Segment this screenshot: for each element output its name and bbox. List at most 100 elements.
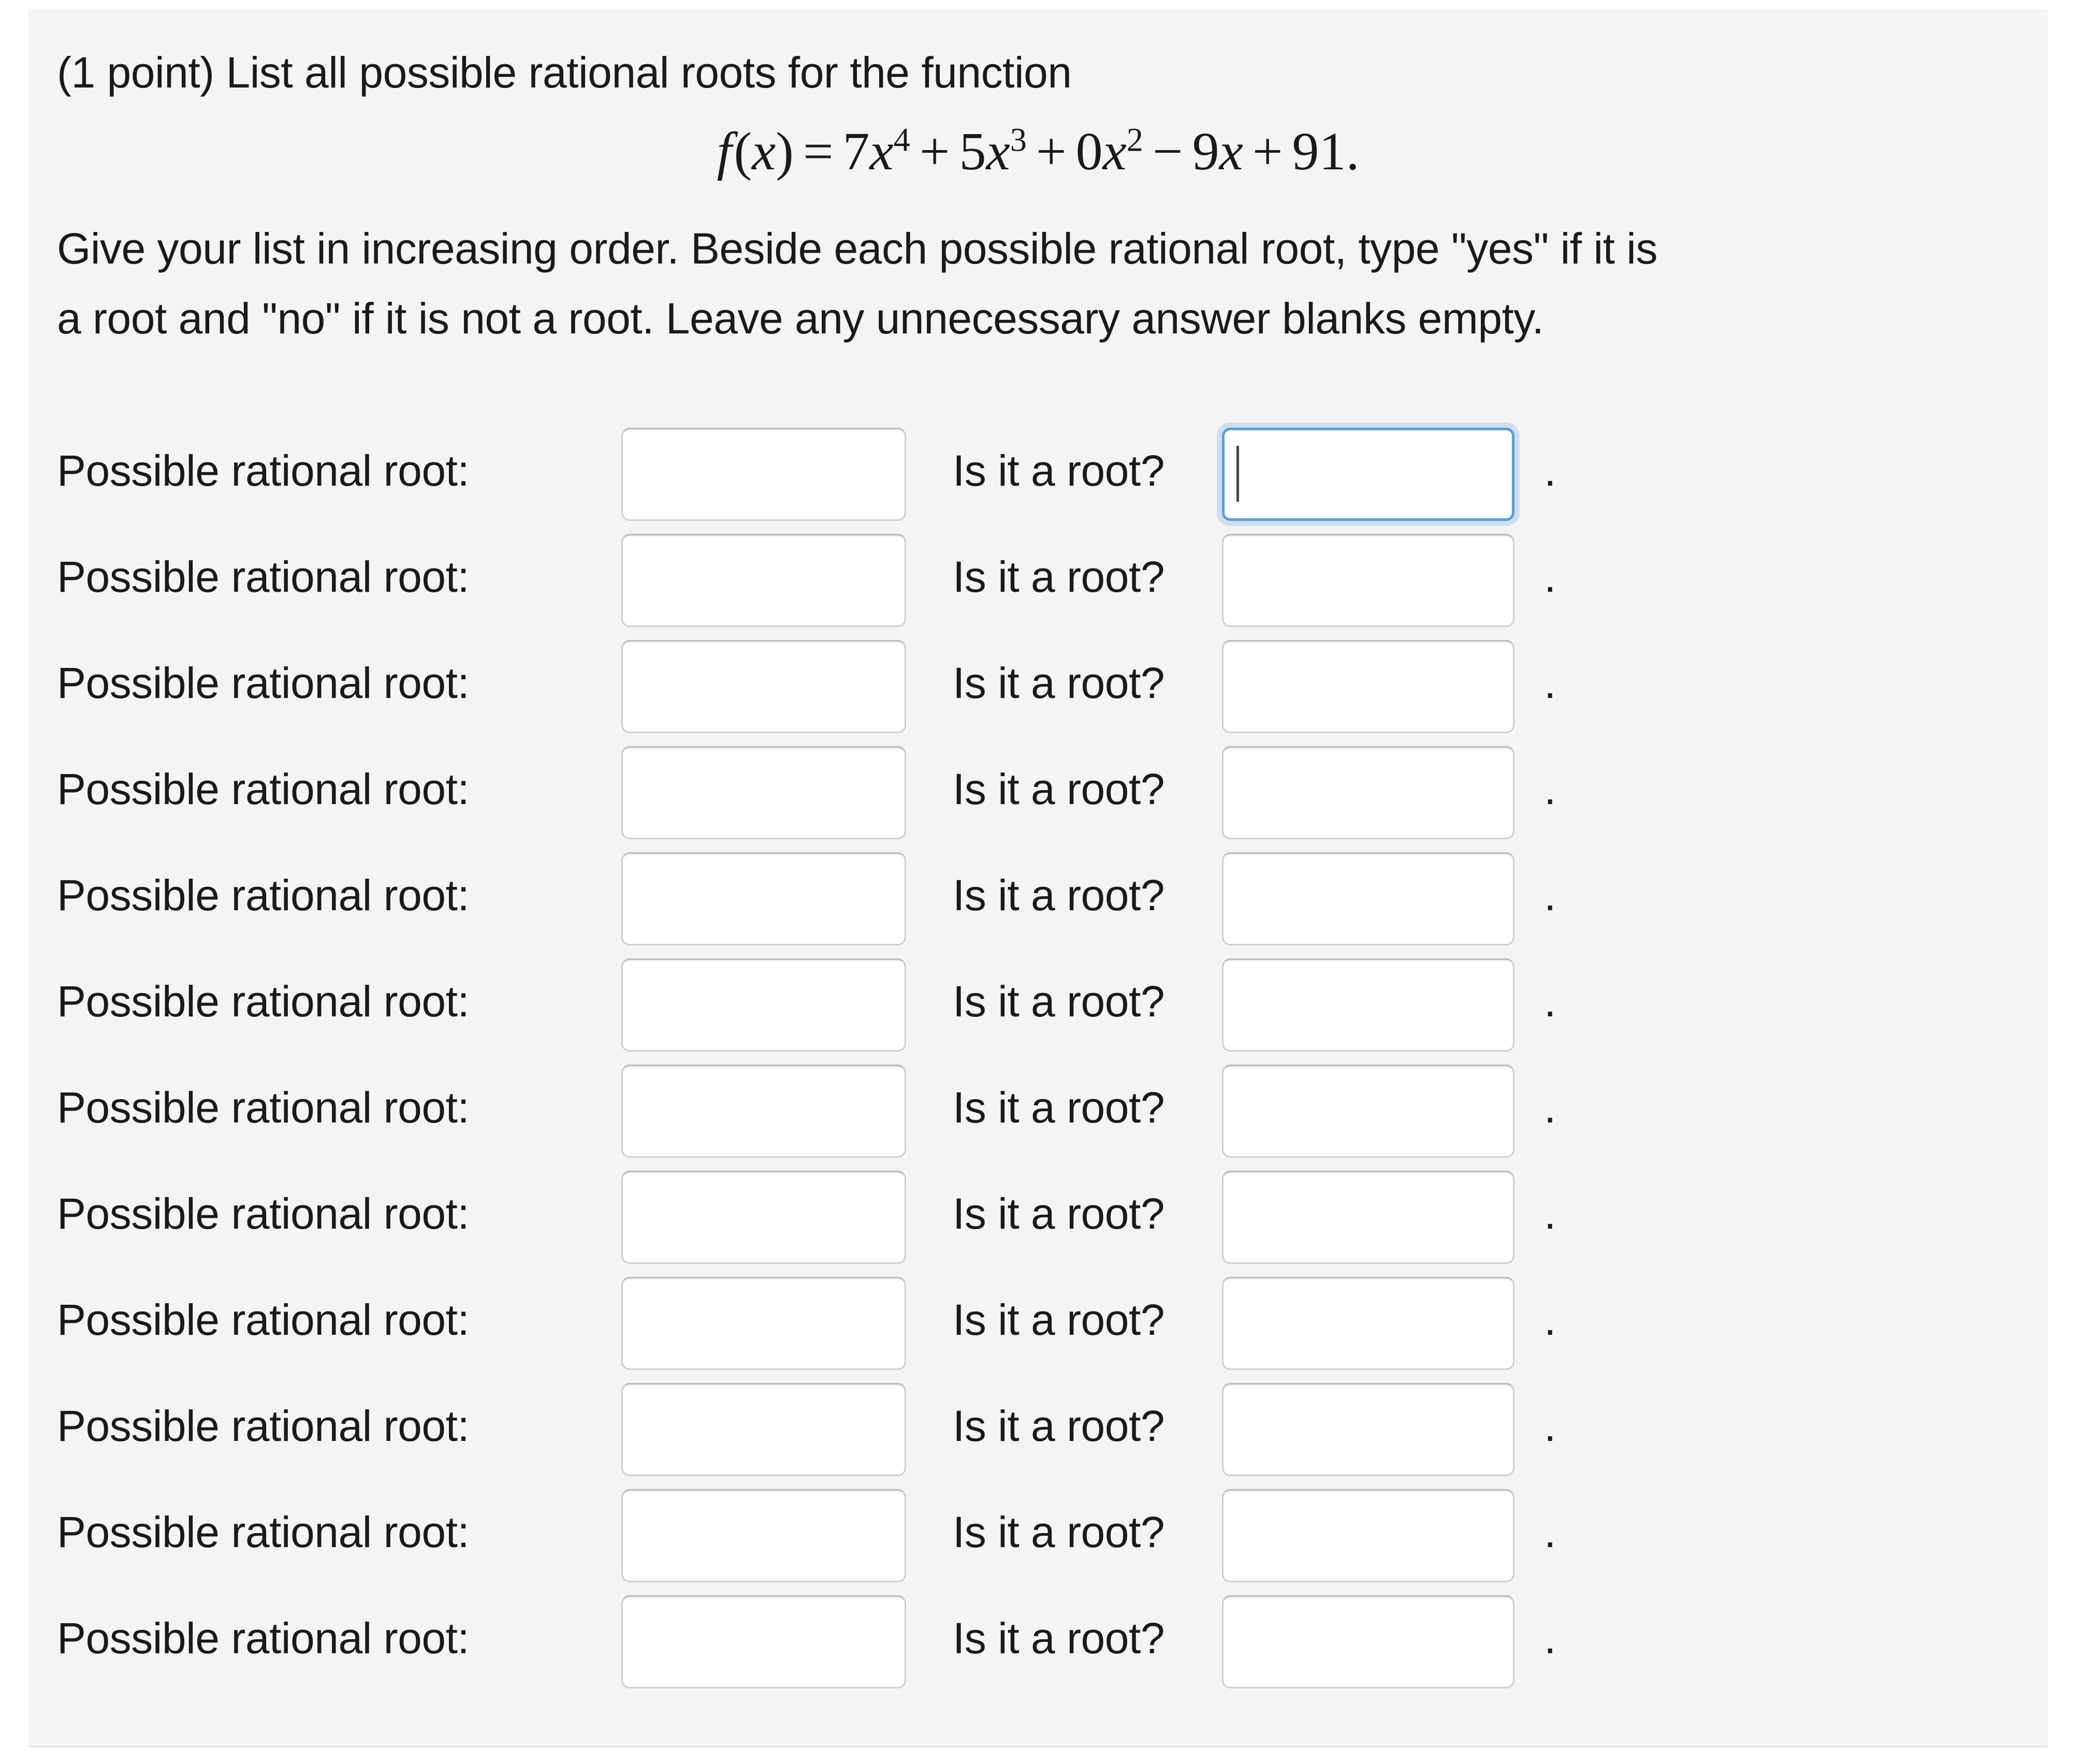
- term-2-operator: +: [919, 122, 950, 181]
- is-it-a-root-label: Is it a root?: [953, 765, 1165, 813]
- possible-root-label: Possible rational root:: [57, 552, 470, 601]
- root-row: Possible rational root:Is it a root?.: [57, 845, 2048, 952]
- term-2-coefficient: 5: [959, 122, 986, 181]
- root-row: Possible rational root: Is it a root?.: [57, 1270, 2048, 1376]
- term-5-operator: +: [1252, 122, 1283, 181]
- is-it-a-root-input[interactable]: [1222, 1383, 1514, 1476]
- row-period: .: [1544, 977, 1556, 1026]
- possible-root-label: Possible rational root:: [57, 1189, 470, 1238]
- formula-equals: =: [803, 122, 834, 181]
- possible-root-label: Possible rational root:: [57, 1614, 470, 1663]
- is-it-a-root-input[interactable]: [1222, 1277, 1514, 1370]
- is-it-a-root-label: Is it a root?: [953, 659, 1165, 707]
- possible-root-input[interactable]: [621, 1277, 906, 1370]
- is-it-a-root-label: Is it a root?: [953, 1083, 1165, 1132]
- problem-intro-text: (1 point) List all possible rational roo…: [57, 48, 1072, 97]
- possible-root-input[interactable]: [621, 428, 906, 521]
- root-row: Possible rational root: Is it a root?.: [57, 421, 2048, 527]
- possible-root-label: Possible rational root:: [57, 1508, 470, 1556]
- problem-panel: (1 point) List all possible rational roo…: [28, 9, 2048, 1747]
- possible-root-input[interactable]: [621, 1171, 906, 1264]
- formula-argument: x: [752, 122, 776, 181]
- formula-terminator: .: [1346, 122, 1360, 181]
- is-it-a-root-input[interactable]: [1222, 640, 1514, 733]
- row-period: .: [1544, 552, 1556, 601]
- formula-paren-close: ): [776, 122, 794, 181]
- is-it-a-root-input[interactable]: [1222, 1171, 1514, 1264]
- is-it-a-root-input[interactable]: [1222, 852, 1514, 945]
- term-4-operator: −: [1153, 122, 1183, 181]
- term-3-operator: +: [1036, 122, 1067, 181]
- term-3-variable: x: [1102, 122, 1127, 181]
- possible-root-input[interactable]: [621, 1489, 906, 1582]
- possible-root-input[interactable]: [621, 958, 906, 1052]
- row-period: .: [1544, 446, 1556, 495]
- is-it-a-root-label: Is it a root?: [953, 552, 1165, 601]
- is-it-a-root-input[interactable]: [1222, 746, 1514, 839]
- root-row: Possible rational root: Is it a root?.: [57, 739, 2048, 845]
- possible-root-input[interactable]: [621, 852, 906, 945]
- root-row: Possible rational root: Is it a root?.: [57, 633, 2048, 739]
- term-3-coefficient: 0: [1075, 122, 1103, 181]
- is-it-a-root-label: Is it a root?: [953, 977, 1165, 1026]
- text-caret: [1236, 446, 1239, 502]
- is-it-a-root-label: Is it a root?: [953, 446, 1165, 495]
- is-it-a-root-label: Is it a root?: [953, 1295, 1165, 1344]
- row-period: .: [1544, 659, 1556, 707]
- row-period: .: [1544, 871, 1556, 920]
- answer-rows-container: Possible rational root: Is it a root?. Pos…: [57, 421, 2048, 1695]
- formula-function-name: f: [717, 122, 732, 181]
- root-row: Possible rational root: Is it a root?.: [57, 1376, 2048, 1482]
- term-2-variable: x: [986, 122, 1010, 181]
- term-4-variable: x: [1219, 122, 1243, 181]
- is-it-a-root-input[interactable]: [1222, 958, 1514, 1052]
- row-period: .: [1544, 1083, 1556, 1132]
- instruction-line-2: a root and "no" if it is not a root. Lea…: [57, 294, 1544, 343]
- root-row: Possible rational root:Is it a root?.: [57, 1588, 2048, 1695]
- possible-root-input[interactable]: [621, 640, 906, 733]
- possible-root-input[interactable]: [621, 746, 906, 839]
- formula-term-4: 9x: [1192, 122, 1243, 181]
- row-period: .: [1544, 1189, 1556, 1238]
- term-1-variable: x: [869, 122, 894, 181]
- term-3-exponent: 2: [1126, 121, 1144, 158]
- possible-root-label: Possible rational root:: [57, 1402, 470, 1450]
- is-it-a-root-label: Is it a root?: [953, 1189, 1165, 1238]
- possible-root-label: Possible rational root:: [57, 446, 470, 495]
- is-it-a-root-input[interactable]: [1222, 534, 1514, 627]
- row-period: .: [1544, 1295, 1556, 1344]
- formula-term-1: 7x4: [843, 122, 910, 181]
- term-2-exponent: 3: [1010, 121, 1027, 158]
- possible-root-label: Possible rational root:: [57, 1295, 470, 1344]
- root-row: Possible rational root: Is it a root?.: [57, 1482, 2048, 1588]
- root-row: Possible rational root: Is it a root?.: [57, 952, 2048, 1058]
- is-it-a-root-label: Is it a root?: [953, 1402, 1165, 1450]
- term-4-coefficient: 9: [1192, 122, 1219, 181]
- possible-root-label: Possible rational root:: [57, 871, 470, 920]
- is-it-a-root-input[interactable]: [1222, 428, 1514, 521]
- formula-paren-open: (: [734, 122, 752, 181]
- possible-root-label: Possible rational root:: [57, 1083, 470, 1132]
- term-1-exponent: 4: [893, 121, 910, 158]
- is-it-a-root-input[interactable]: [1222, 1065, 1514, 1158]
- formula-term-3: 0x2: [1076, 122, 1143, 181]
- possible-root-input[interactable]: [621, 1383, 906, 1476]
- row-period: .: [1544, 1614, 1556, 1663]
- row-period: .: [1544, 1402, 1556, 1450]
- is-it-a-root-label: Is it a root?: [953, 1508, 1165, 1556]
- possible-root-input[interactable]: [621, 1065, 906, 1158]
- possible-root-label: Possible rational root:: [57, 977, 470, 1026]
- possible-root-input[interactable]: [621, 1595, 906, 1688]
- row-period: .: [1544, 1508, 1556, 1556]
- root-row: Possible rational root: Is it a root?.: [57, 1164, 2048, 1270]
- function-formula: f(x)=7x4+5x3+0x2−9x+91.: [28, 121, 2048, 182]
- is-it-a-root-input[interactable]: [1222, 1595, 1514, 1688]
- root-row: Possible rational root: Is it a root?.: [57, 1058, 2048, 1164]
- is-it-a-root-input[interactable]: [1222, 1489, 1514, 1582]
- possible-root-label: Possible rational root:: [57, 765, 470, 813]
- possible-root-input[interactable]: [621, 534, 906, 627]
- term-1-coefficient: 7: [842, 122, 870, 181]
- row-period: .: [1544, 765, 1556, 813]
- possible-root-label: Possible rational root:: [57, 659, 470, 707]
